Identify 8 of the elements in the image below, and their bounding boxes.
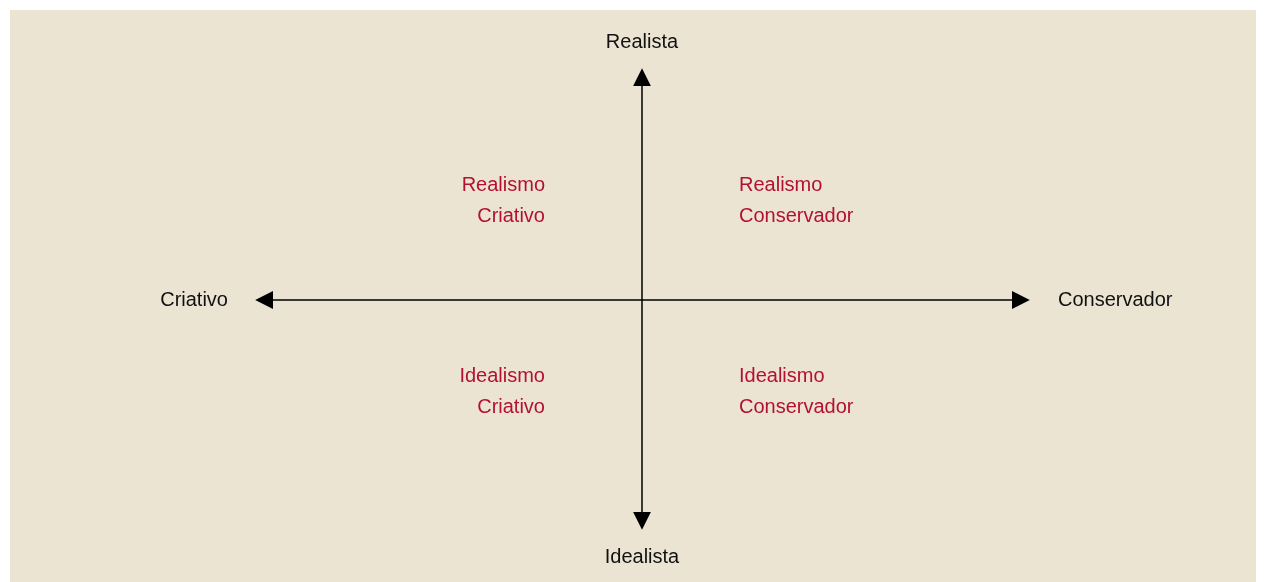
axis-label: Idealista [604, 544, 680, 569]
quadrant-label: Idealismo Conservador [739, 363, 855, 419]
axis-label: Conservador [1058, 287, 1173, 312]
axis-label: Realista [605, 29, 679, 54]
quadrant-label: Realismo Conservador [739, 172, 855, 228]
quadrant-label: Idealismo Criativo [458, 363, 545, 419]
axis-label: Criativo [160, 287, 228, 312]
quadrant-label: Realismo Criativo [460, 172, 545, 228]
